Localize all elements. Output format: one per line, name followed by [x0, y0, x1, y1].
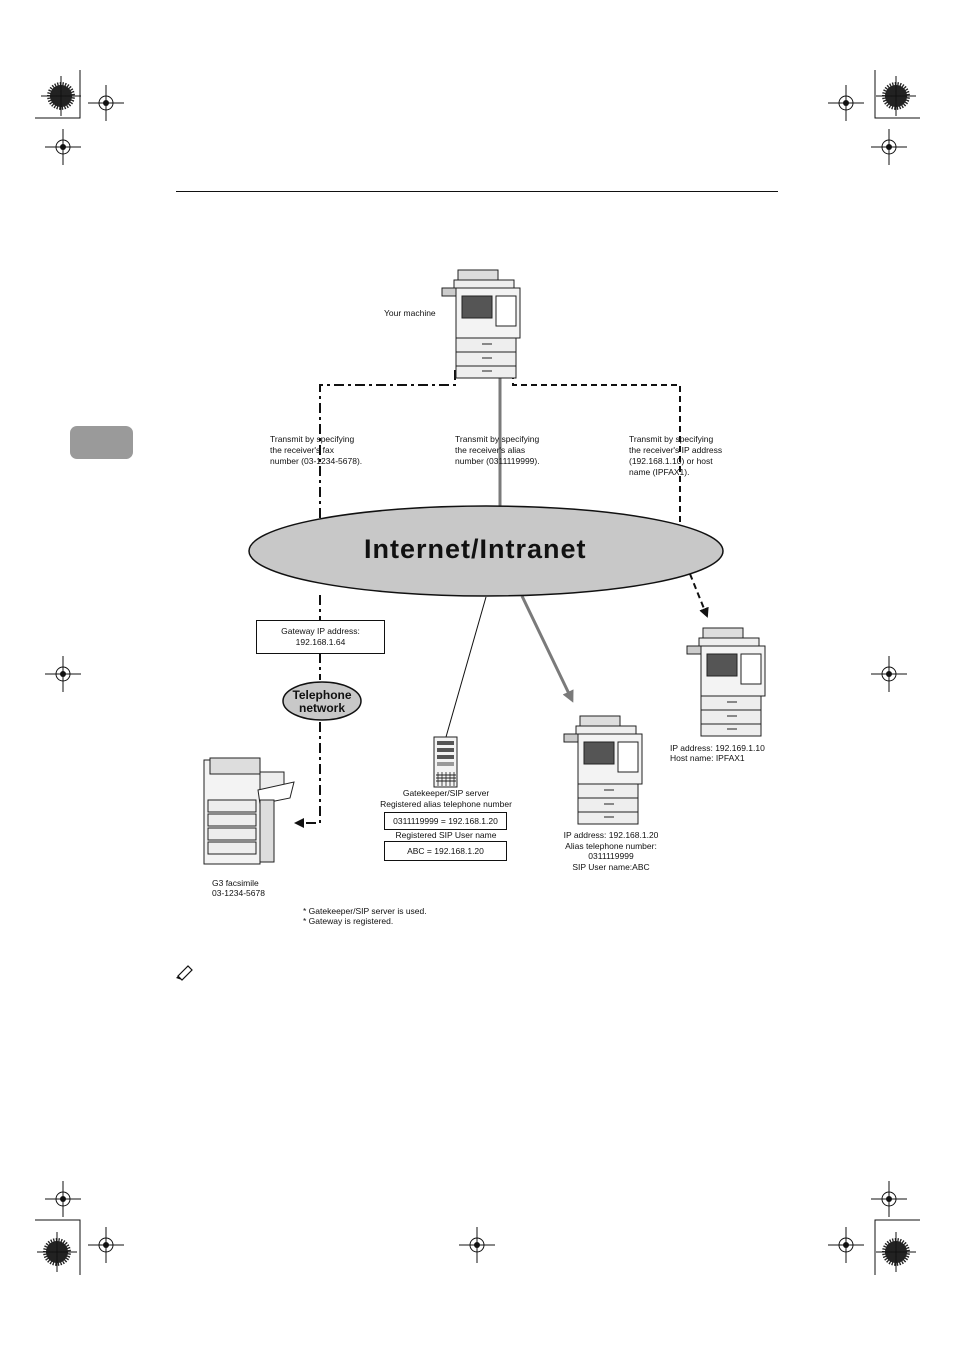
chapter-tab	[70, 426, 133, 459]
registration-mark-icon	[87, 84, 125, 122]
starburst-registration-icon	[876, 1232, 916, 1272]
telephone-network-label: Telephone network	[292, 688, 352, 715]
gatekeeper-label: Gatekeeper/SIP server Registered alias t…	[380, 788, 512, 809]
starburst-registration-icon	[41, 76, 81, 116]
server-tower-icon	[433, 736, 458, 788]
network-name: Internet/Intranet	[364, 534, 587, 564]
copier-icon	[441, 269, 521, 379]
registration-mark-icon	[44, 1180, 82, 1218]
copier-icon	[563, 715, 643, 825]
fax-machine-icon	[203, 757, 295, 865]
your-machine-label: Your machine	[384, 308, 436, 318]
network-ellipse	[248, 505, 724, 597]
starburst-registration-icon	[37, 1232, 77, 1272]
gateway-box: Gateway IP address: 192.168.1.64	[256, 620, 385, 654]
note-pencil-icon	[176, 965, 193, 981]
copier-icon	[686, 627, 766, 737]
registration-mark-icon	[870, 655, 908, 693]
registration-mark-icon	[44, 655, 82, 693]
registration-mark-icon	[870, 128, 908, 166]
sip-mapping-box: ABC = 192.168.1.20	[384, 841, 507, 861]
registered-sip-label: Registered SIP User name	[395, 830, 497, 840]
registration-mark-icon	[870, 1180, 908, 1218]
header-rule	[176, 191, 778, 192]
registration-mark-icon	[87, 1226, 125, 1264]
telephone-network-ellipse	[282, 681, 362, 721]
alias-mapping-box: 0311119999 = 192.168.1.20	[384, 812, 507, 830]
connection-lines	[294, 370, 709, 828]
registration-mark-icon	[827, 1226, 865, 1264]
registration-mark-icon	[44, 128, 82, 166]
starburst-registration-icon	[876, 76, 916, 116]
registration-marks	[35, 70, 920, 1275]
machine-center-label: IP address: 192.168.1.20 Alias telephone…	[563, 830, 659, 872]
registration-mark-icon	[827, 84, 865, 122]
registration-mark-icon	[458, 1226, 496, 1264]
